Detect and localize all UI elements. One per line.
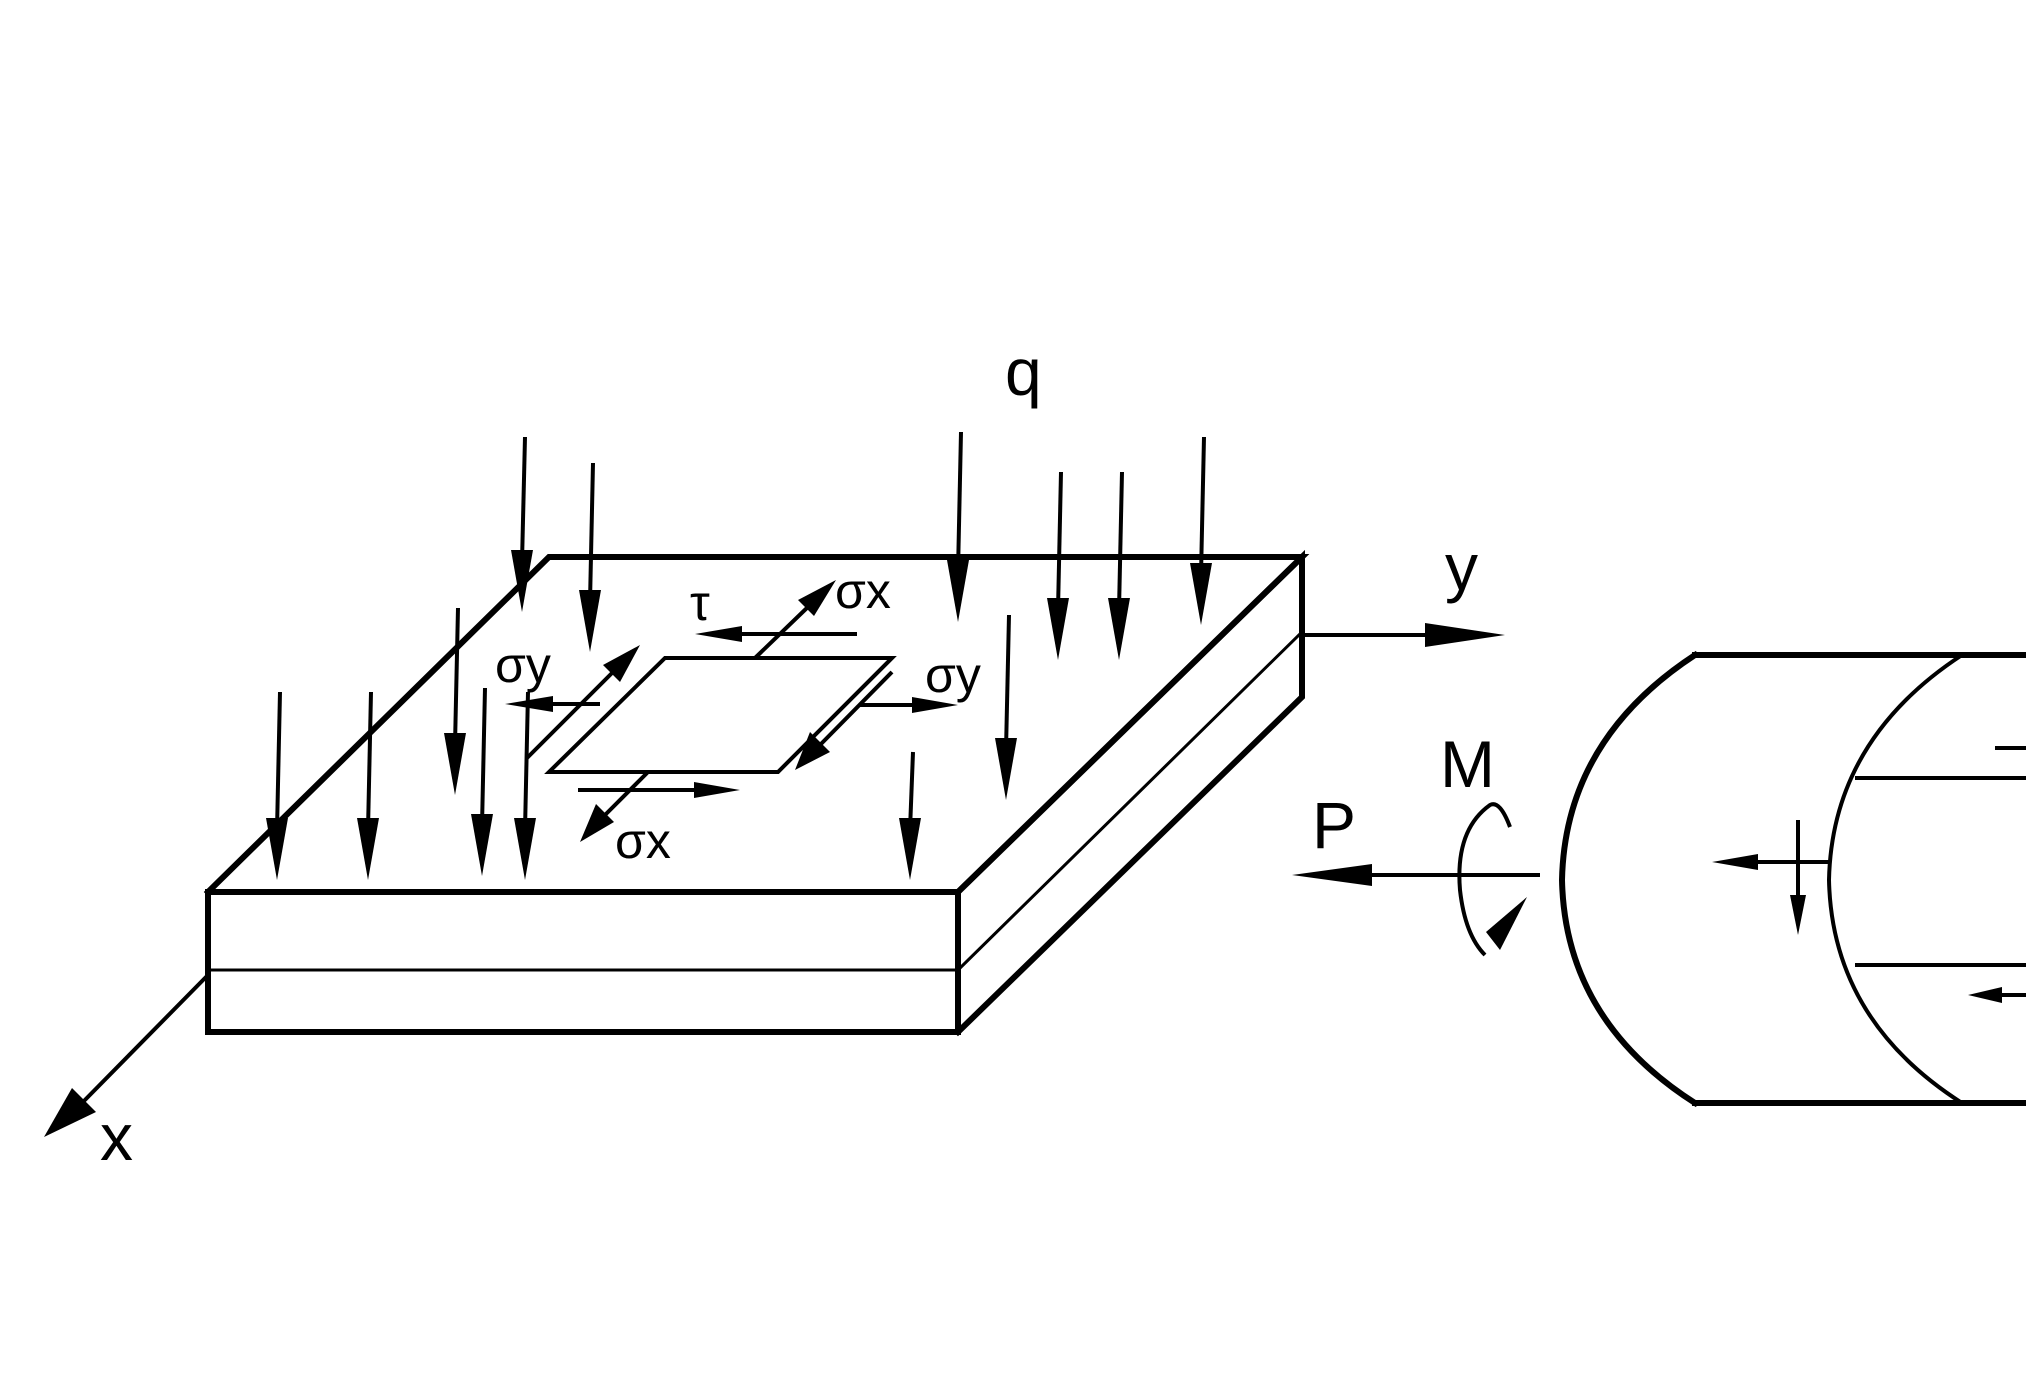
moment-M-arrowhead: [1486, 897, 1527, 950]
plate: [203, 549, 1310, 1037]
load-arrow-shaft: [956, 431, 963, 573]
load-arrow-shaft: [1199, 436, 1206, 576]
load-label-q: q: [1005, 335, 1042, 409]
plate-right-layer-line: [956, 630, 1304, 972]
load-q-arrows: [266, 431, 1212, 880]
plate-front-face: [205, 889, 961, 1035]
load-arrowhead: [1047, 598, 1069, 660]
load-arrowhead: [995, 738, 1017, 800]
tau-label: τ: [690, 575, 710, 631]
x-axis-label: x: [100, 1100, 133, 1174]
load-arrowhead: [357, 818, 379, 880]
plate-right-face: [953, 549, 1305, 1037]
moment-M-label: M: [1440, 727, 1495, 801]
load-arrow-shaft: [453, 607, 460, 746]
sigma-x-top-label: σx: [835, 563, 891, 619]
moment-M: M: [1440, 727, 1527, 957]
force-P-label: P: [1312, 788, 1356, 862]
load-arrow-shaft: [1117, 471, 1124, 611]
load-arrowhead: [1108, 598, 1130, 660]
load-arrow-shaft: [275, 691, 282, 831]
force-P: P: [1292, 788, 1540, 886]
tau-arrowhead: [695, 626, 742, 642]
cylinder-left-end: [1558, 650, 1700, 1108]
sigma-x-top-arrowhead: [798, 580, 836, 616]
x-axis: x: [44, 973, 210, 1174]
y-axis: y: [1302, 530, 1505, 647]
x-axis-arrowhead: [44, 1088, 96, 1137]
load-arrowhead: [899, 818, 921, 880]
load-arrow-shaft: [1056, 471, 1063, 611]
force-P-arrowhead: [1292, 864, 1372, 886]
load-arrow-shaft: [520, 436, 527, 563]
stress-element: τ σx σy σy σx: [495, 563, 981, 869]
load-arrow-shaft: [588, 462, 595, 603]
load-arrowhead: [947, 560, 969, 622]
load-arrowhead: [266, 818, 288, 880]
load-arrowhead: [1190, 563, 1212, 625]
y-axis-arrowhead: [1425, 623, 1505, 647]
sigma-x-bottom-label: σx: [615, 813, 671, 869]
load-arrowhead: [511, 550, 533, 612]
load-arrowhead: [579, 590, 601, 652]
load-arrowhead: [514, 818, 536, 880]
load-arrowhead: [471, 814, 493, 876]
load-arrow-shaft: [1004, 614, 1011, 751]
load-arrow-shaft: [366, 691, 373, 831]
cylinder-section-curve: [1826, 653, 1964, 1105]
load-arrowhead: [444, 733, 466, 795]
load-arrow-shaft: [480, 687, 487, 827]
y-axis-label: y: [1445, 530, 1478, 604]
cylinder: [1558, 650, 2026, 1108]
sigma-y-left-label: σy: [495, 637, 551, 693]
stress-element-square: [544, 656, 897, 774]
load-arrow-shaft: [523, 691, 530, 831]
sigma-y-right-label: σy: [925, 647, 981, 703]
load-arrow-shaft: [908, 751, 915, 831]
